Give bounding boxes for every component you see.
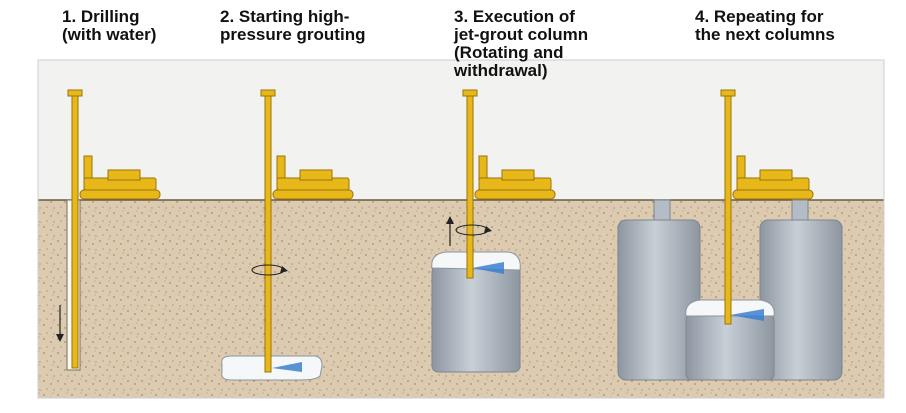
drill-rod <box>724 91 732 325</box>
jet-spray <box>730 309 764 321</box>
step-3-execution-scene <box>431 89 556 373</box>
step-2-grouting-scene <box>221 89 354 381</box>
column-stem <box>653 199 671 223</box>
drilling-rig <box>272 155 354 200</box>
diagram-frame <box>37 59 885 399</box>
step-3-line-3: withdrawal) <box>454 61 548 80</box>
drilling-rig <box>79 155 161 200</box>
direction-arrow-icon <box>56 305 64 342</box>
step-2-title: 2. Starting high- <box>220 7 350 26</box>
step-1-title: 1. Drilling <box>62 7 140 26</box>
step-4-title: 4. Repeating for <box>695 7 824 26</box>
step-1-label: 1. Drilling (with water) <box>62 8 156 44</box>
drill-rod <box>264 91 272 373</box>
step-3-title: 3. Execution of <box>454 7 575 26</box>
step-4-label: 4. Repeating for the next columns <box>695 8 835 44</box>
grout-lens <box>221 355 323 381</box>
step-2-label: 2. Starting high- pressure grouting <box>220 8 365 44</box>
mast-head <box>462 89 478 97</box>
step-3-line-2: (Rotating and <box>454 43 564 62</box>
step-3-line-1: jet-grout column <box>454 25 589 44</box>
column-stem <box>791 199 809 223</box>
step-4-line-1: the next columns <box>695 25 835 44</box>
rotation-arrow-icon <box>251 264 288 276</box>
step-1-drilling-scene <box>56 89 161 371</box>
jet-spray <box>272 362 302 372</box>
drilling-rig <box>732 155 814 200</box>
drill-rod <box>71 91 79 369</box>
mast-head <box>260 89 276 97</box>
step-2-line-1: pressure grouting <box>220 25 366 44</box>
step-3-label: 3. Execution of jet-grout column (Rotati… <box>454 8 588 80</box>
jet-spray <box>472 262 504 274</box>
drilling-rig <box>474 155 556 200</box>
grout-column <box>431 265 521 373</box>
rotation-arrow-icon <box>455 224 492 236</box>
mast-head <box>720 89 736 97</box>
step-4-repeating-scene <box>617 89 843 381</box>
step-1-line-1: (with water) <box>62 25 157 44</box>
drill-rod <box>466 91 474 279</box>
direction-arrow-icon <box>446 216 454 246</box>
mast-head <box>67 89 83 97</box>
